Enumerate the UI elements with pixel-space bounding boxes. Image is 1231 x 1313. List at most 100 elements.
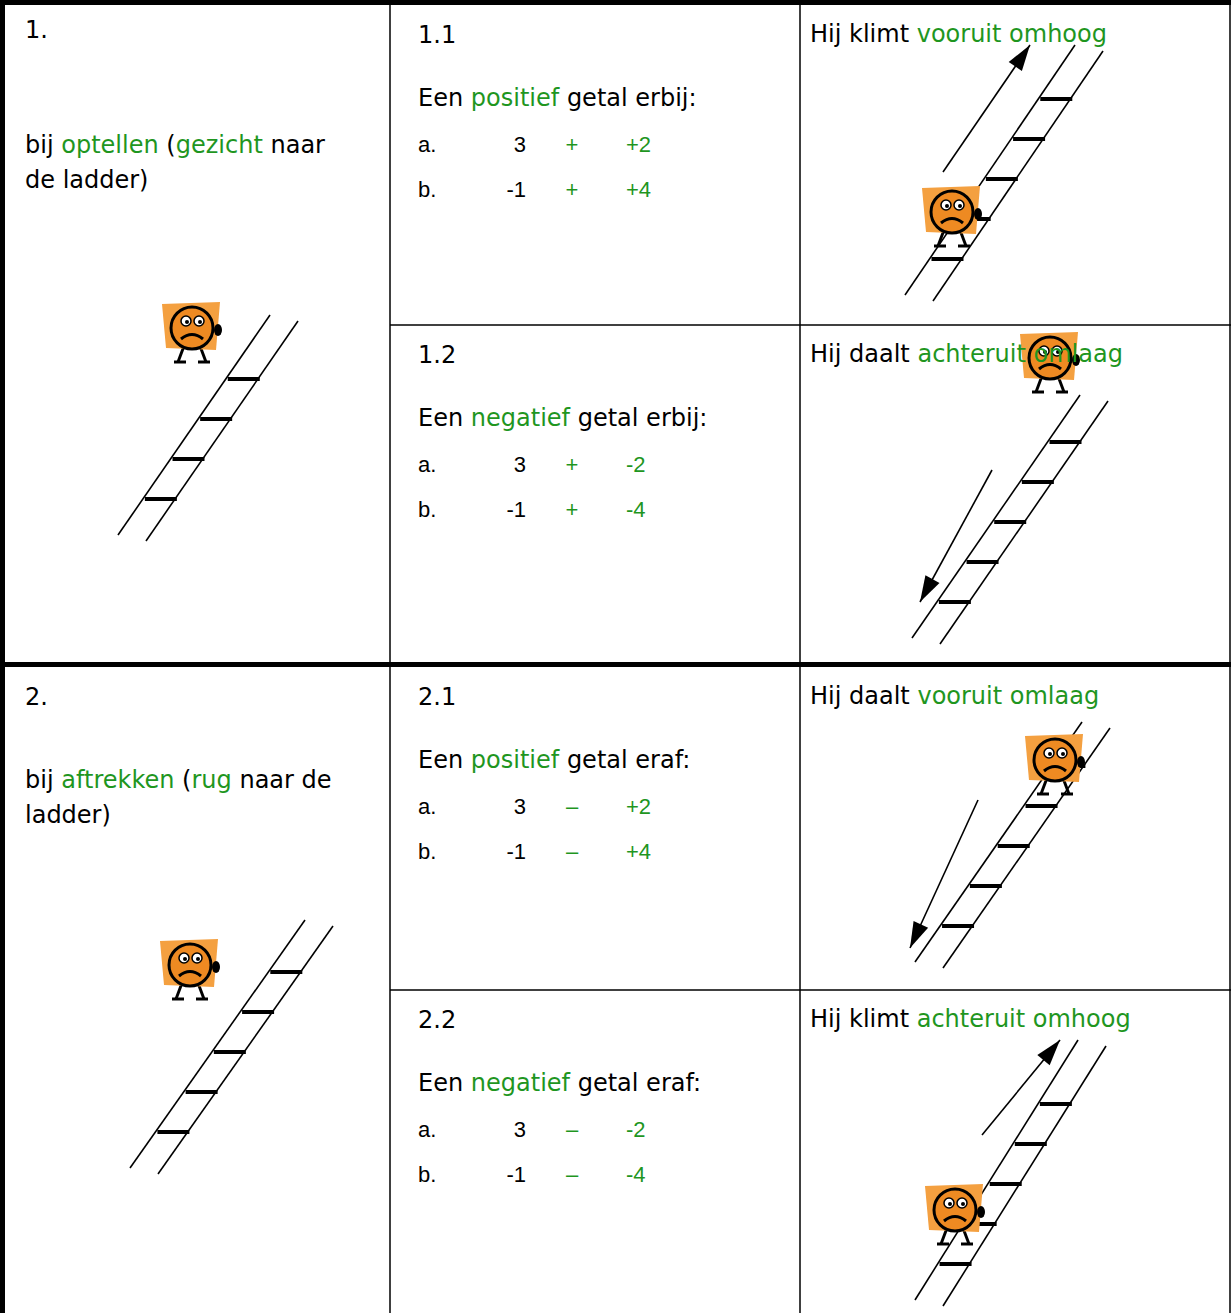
description: Eennegatiefgetal erbij: [418, 401, 788, 436]
thick-border [0, 0, 1231, 5]
signed-number: +2 [626, 793, 651, 822]
figure-body [922, 186, 980, 234]
table-cell: Hij klimt vooruit omhoog [800, 5, 1230, 325]
figure-body [162, 302, 220, 350]
description: bijoptellen(gezichtnaar de ladder) [25, 128, 295, 198]
operator: + [552, 131, 592, 160]
keyword: achteruit omlaag [917, 340, 1122, 368]
table-cell: 1.2Eennegatiefgetal erbij:a.3+-2b.-1+-4 [390, 325, 800, 662]
arrowhead [920, 575, 939, 602]
ladder-rail [943, 728, 1110, 968]
signed-number: +2 [626, 131, 651, 160]
grid-line [390, 324, 1231, 326]
figure-eye [181, 316, 191, 326]
ladder-rung [270, 970, 302, 974]
operator: – [552, 793, 592, 822]
text-part: bij [25, 766, 54, 794]
figure-foot [961, 1243, 973, 1246]
ladder-rail [146, 321, 298, 541]
item-letter: b. [418, 176, 436, 205]
figure-mouth [944, 1217, 966, 1222]
figure-pupil [1061, 752, 1065, 756]
figure-mouth [179, 972, 201, 977]
figure-hand [974, 208, 982, 220]
ladder-rung [990, 1182, 1022, 1186]
ladder-rung [1022, 480, 1054, 484]
grid-line [1229, 0, 1231, 1313]
signed-number: -2 [626, 451, 646, 480]
ladder-rung [939, 600, 971, 604]
figure-pupil [183, 957, 187, 961]
figure-mouth [1044, 767, 1066, 772]
table-cell: 2. bijaftrekken(rugnaar de ladder) [0, 667, 390, 1313]
figure-eye [179, 953, 189, 963]
figure-head [934, 1189, 976, 1231]
text-part: Hij klimt [810, 20, 909, 48]
keyword: negatief [471, 1069, 570, 1097]
ladder-rung [157, 1130, 189, 1134]
ladder-rung [173, 457, 205, 461]
operand: -1 [470, 496, 526, 525]
ladder-rung [986, 177, 1018, 181]
text-part: Hij klimt [810, 1005, 909, 1033]
ladder-rung [1040, 1102, 1072, 1106]
keyword: gezicht [176, 131, 263, 159]
text-part: getal eraf: [578, 1069, 701, 1097]
ladder-rung [145, 497, 177, 501]
text-part: getal erbij: [578, 404, 708, 432]
ladder-rung [186, 1090, 218, 1094]
ladder-rung [1040, 97, 1072, 101]
ladder-rung [942, 924, 974, 928]
direction-arrow [920, 470, 992, 602]
keyword: negatief [471, 404, 570, 432]
figure-pupil [958, 204, 962, 208]
ladder-rung [931, 257, 963, 261]
figure-hand [214, 324, 222, 336]
item-letter: a. [418, 1116, 436, 1145]
ladder-rail [915, 1040, 1078, 1300]
keyword: achteruit omhoog [917, 1005, 1131, 1033]
arrowhead [1037, 1040, 1060, 1065]
figure-eye [944, 1198, 954, 1208]
ladder-rail [905, 45, 1075, 295]
text-part: ( [166, 131, 175, 159]
section-number: 1. [25, 14, 48, 46]
figure-pupil [948, 1202, 952, 1206]
ladder-rail [130, 920, 305, 1168]
section-number: 2. [25, 681, 48, 713]
figure-foot [1056, 391, 1068, 394]
ladder-rung [1050, 440, 1082, 444]
signed-number: -2 [626, 1116, 646, 1145]
figure-hand [977, 1206, 985, 1218]
keyword: optellen [61, 131, 158, 159]
figure-foot [196, 998, 208, 1001]
ladder-rail [940, 401, 1108, 644]
operator: – [552, 838, 592, 867]
thick-border [0, 662, 1231, 667]
item-letter: b. [418, 838, 436, 867]
ladder-rail [915, 722, 1082, 962]
figure-foot [1032, 391, 1044, 394]
ladder-rung [970, 884, 1002, 888]
figure-head [169, 944, 211, 986]
subsection-number: 2.1 [418, 681, 456, 713]
ladder-rung [940, 1262, 972, 1266]
figure-pupil [961, 1202, 965, 1206]
figure-foot [934, 245, 946, 248]
text-part: Een [418, 1069, 463, 1097]
operand: 3 [470, 131, 526, 160]
signed-number: +4 [626, 176, 651, 205]
operand: -1 [470, 1161, 526, 1190]
ladder-rung [1015, 1142, 1047, 1146]
figure-body [160, 939, 218, 987]
ladder-rung [242, 1010, 274, 1014]
subsection-number: 1.2 [418, 339, 456, 371]
table-cell: 2.1Eenpositiefgetal eraf:a.3–+2b.-1–+4 [390, 667, 800, 990]
figure-pupil [196, 957, 200, 961]
figure-body [925, 1184, 983, 1232]
keyword: aftrekken [61, 766, 174, 794]
text-part: Een [418, 746, 463, 774]
description: bijaftrekken(rugnaar de ladder) [25, 763, 385, 833]
keyword: vooruit omhoog [917, 20, 1107, 48]
